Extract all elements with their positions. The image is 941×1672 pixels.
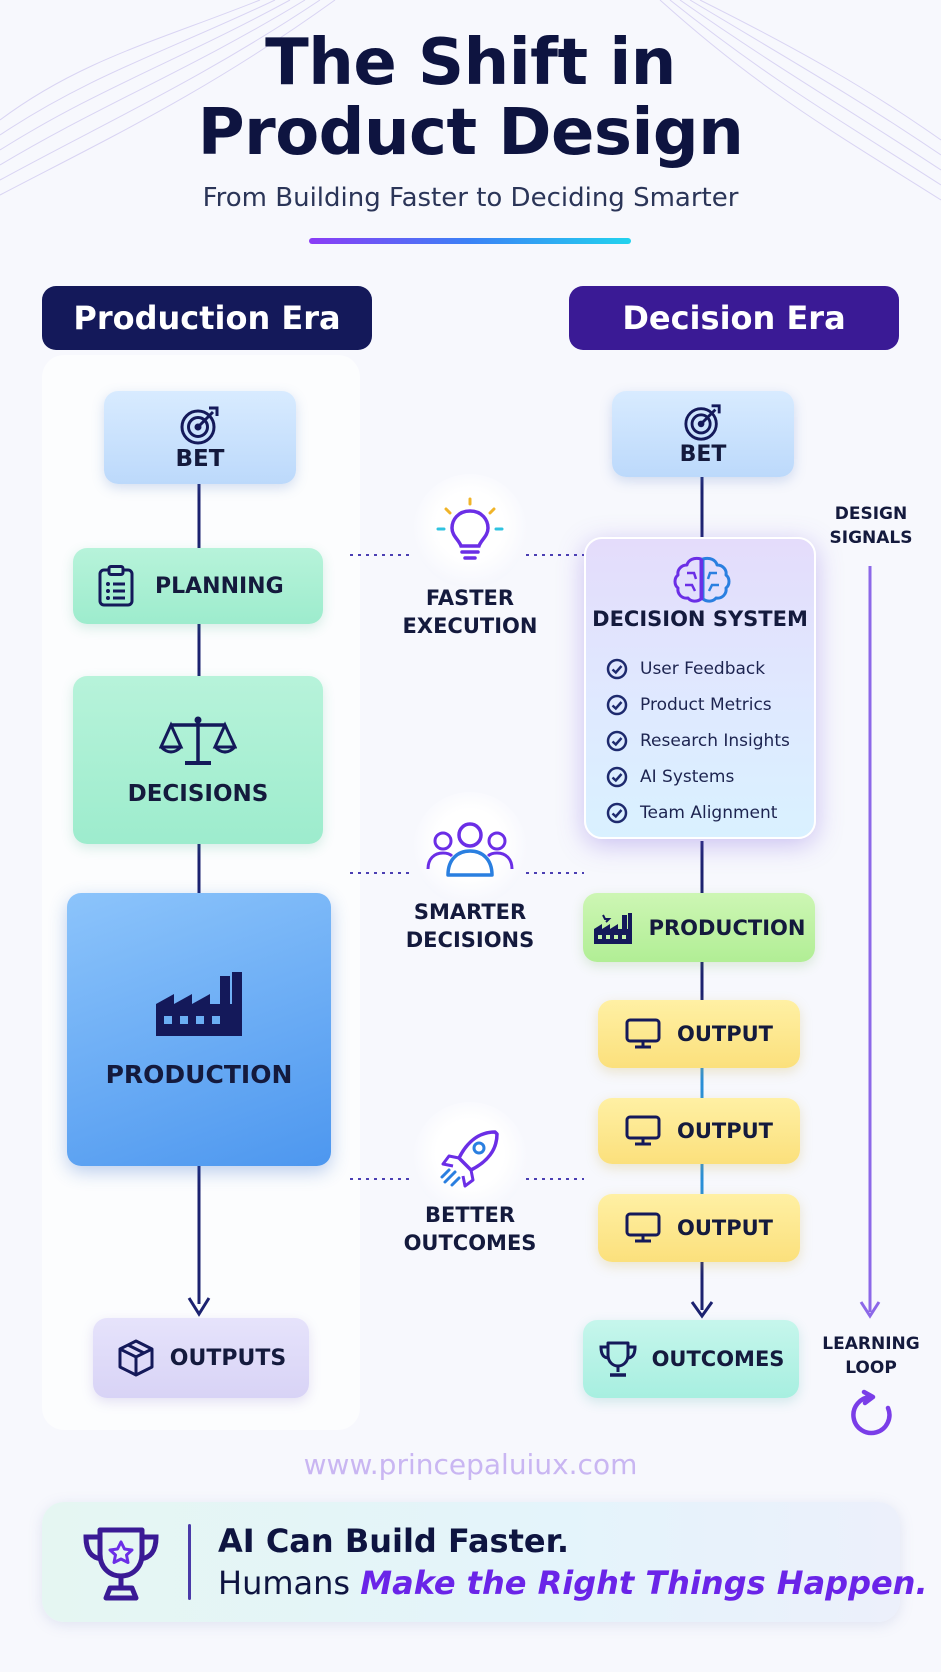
- production-outputs: OUTPUTS: [93, 1318, 309, 1398]
- decision-output-2: OUTPUT: [598, 1098, 800, 1164]
- decision-bet-label: BET: [679, 441, 727, 467]
- trophy-icon: [599, 1341, 637, 1377]
- production-decisions: DECISIONS: [73, 676, 323, 844]
- scales-icon: [159, 716, 237, 765]
- banner-headline: AI Can Build Faster.: [218, 1522, 569, 1560]
- rocket-icon: [440, 1130, 499, 1188]
- decision-output-label: OUTPUT: [677, 1022, 773, 1046]
- better-outcomes-bubble: [413, 1102, 527, 1216]
- decision-system-card: DECISION SYSTEM User Feedback Product Me…: [584, 537, 816, 839]
- banner-tagline-emphasis: Make the Right Things Happen.: [360, 1564, 928, 1602]
- smarter-decisions-label: SMARTER DECISIONS: [370, 898, 570, 954]
- arrow-to-outputs: [187, 1297, 211, 1317]
- better-outcomes-label: BETTER OUTCOMES: [370, 1201, 570, 1257]
- page-subtitle: From Building Faster to Deciding Smarter: [202, 183, 739, 213]
- list-item: User Feedback: [606, 651, 790, 687]
- list-item: AI Systems: [606, 759, 790, 795]
- production-planning: PLANNING: [73, 548, 323, 624]
- lightbulb-icon: [436, 497, 504, 560]
- production-bet: BET: [104, 391, 296, 484]
- check-circle-icon: [606, 766, 628, 788]
- loop-icon: [851, 1389, 892, 1436]
- faster-execution-line1: FASTER: [425, 586, 515, 610]
- people-icon: [426, 822, 514, 877]
- trophy-star-icon: [83, 1527, 159, 1601]
- decision-system-title: DECISION SYSTEM: [592, 607, 808, 631]
- banner-tagline-plain: Humans: [218, 1564, 351, 1602]
- decision-item-label: AI Systems: [640, 767, 735, 787]
- list-item: Product Metrics: [606, 687, 790, 723]
- check-circle-icon: [606, 730, 628, 752]
- banner-divider: [188, 1524, 191, 1600]
- monitor-icon: [625, 1018, 661, 1049]
- decision-production-label: PRODUCTION: [648, 915, 806, 940]
- decision-output-3: OUTPUT: [598, 1194, 800, 1262]
- production-outputs-label: OUTPUTS: [169, 1345, 287, 1371]
- page-title: The Shift in Product Design: [0, 28, 941, 168]
- watermark-url: www.princepaluiux.com: [303, 1448, 638, 1481]
- better-outcomes-line1: BETTER: [425, 1203, 515, 1227]
- smarter-decisions-bubble: [413, 792, 527, 906]
- decision-system-list: User Feedback Product Metrics Research I…: [606, 651, 790, 831]
- title-underline: [309, 238, 631, 244]
- faster-execution-label: FASTER EXECUTION: [370, 584, 570, 640]
- learning-loop-line1: LEARNING: [822, 1334, 920, 1354]
- smarter-decisions-line1: SMARTER: [413, 900, 527, 924]
- clipboard-icon: [98, 565, 134, 607]
- monitor-icon: [625, 1115, 661, 1146]
- target-icon: [180, 406, 219, 444]
- box-icon: [118, 1339, 154, 1377]
- monitor-icon: [625, 1212, 661, 1243]
- design-signals-line2: SIGNALS: [829, 528, 913, 548]
- brain-icon: [673, 556, 731, 603]
- check-circle-icon: [606, 694, 628, 716]
- decision-item-label: Product Metrics: [640, 695, 772, 715]
- faster-execution-bubble: [413, 474, 527, 588]
- factory-icon: [156, 972, 242, 1036]
- decision-production: PRODUCTION: [583, 893, 815, 962]
- decision-item-label: Research Insights: [640, 731, 790, 751]
- design-signals-line1: DESIGN: [834, 504, 908, 524]
- footer-banner: AI Can Build Faster. Humans Make the Rig…: [42, 1502, 928, 1622]
- smarter-decisions-line2: DECISIONS: [405, 928, 535, 952]
- decision-outcomes-label: OUTCOMES: [651, 1347, 785, 1371]
- decision-era-heading: Decision Era: [569, 286, 899, 350]
- check-circle-icon: [606, 802, 628, 824]
- production-planning-label: PLANNING: [155, 573, 284, 599]
- learning-loop-line2: LOOP: [845, 1358, 897, 1378]
- design-signals-arrow: [859, 1301, 881, 1319]
- production-era-panel: [42, 355, 360, 1430]
- decision-output-label: OUTPUT: [677, 1216, 773, 1240]
- title-line-2: Product Design: [197, 96, 744, 170]
- better-outcomes-line2: OUTCOMES: [403, 1231, 537, 1255]
- production-era-heading: Production Era: [42, 286, 372, 350]
- production-production-label: PRODUCTION: [105, 1060, 293, 1089]
- decision-output-label: OUTPUT: [677, 1119, 773, 1143]
- production-decisions-label: DECISIONS: [127, 781, 269, 807]
- title-line-1: The Shift in: [265, 26, 676, 100]
- target-icon: [684, 403, 721, 441]
- list-item: Research Insights: [606, 723, 790, 759]
- design-signals-label: DESIGN SIGNALS: [812, 502, 930, 550]
- factory-icon: [593, 912, 632, 944]
- decision-bet: BET: [612, 391, 794, 477]
- production-bet-label: BET: [175, 445, 225, 472]
- learning-loop-label: LEARNING LOOP: [810, 1332, 932, 1380]
- production-production: PRODUCTION: [67, 893, 331, 1166]
- decision-item-label: User Feedback: [640, 659, 766, 679]
- banner-tagline: Humans Make the Right Things Happen.: [218, 1564, 928, 1602]
- faster-execution-line2: EXECUTION: [402, 614, 538, 638]
- arrow-to-outcomes: [690, 1301, 714, 1319]
- check-circle-icon: [606, 658, 628, 680]
- decision-item-label: Team Alignment: [640, 803, 778, 823]
- decision-outcomes: OUTCOMES: [583, 1320, 799, 1398]
- list-item: Team Alignment: [606, 795, 790, 831]
- decision-output-1: OUTPUT: [598, 1000, 800, 1068]
